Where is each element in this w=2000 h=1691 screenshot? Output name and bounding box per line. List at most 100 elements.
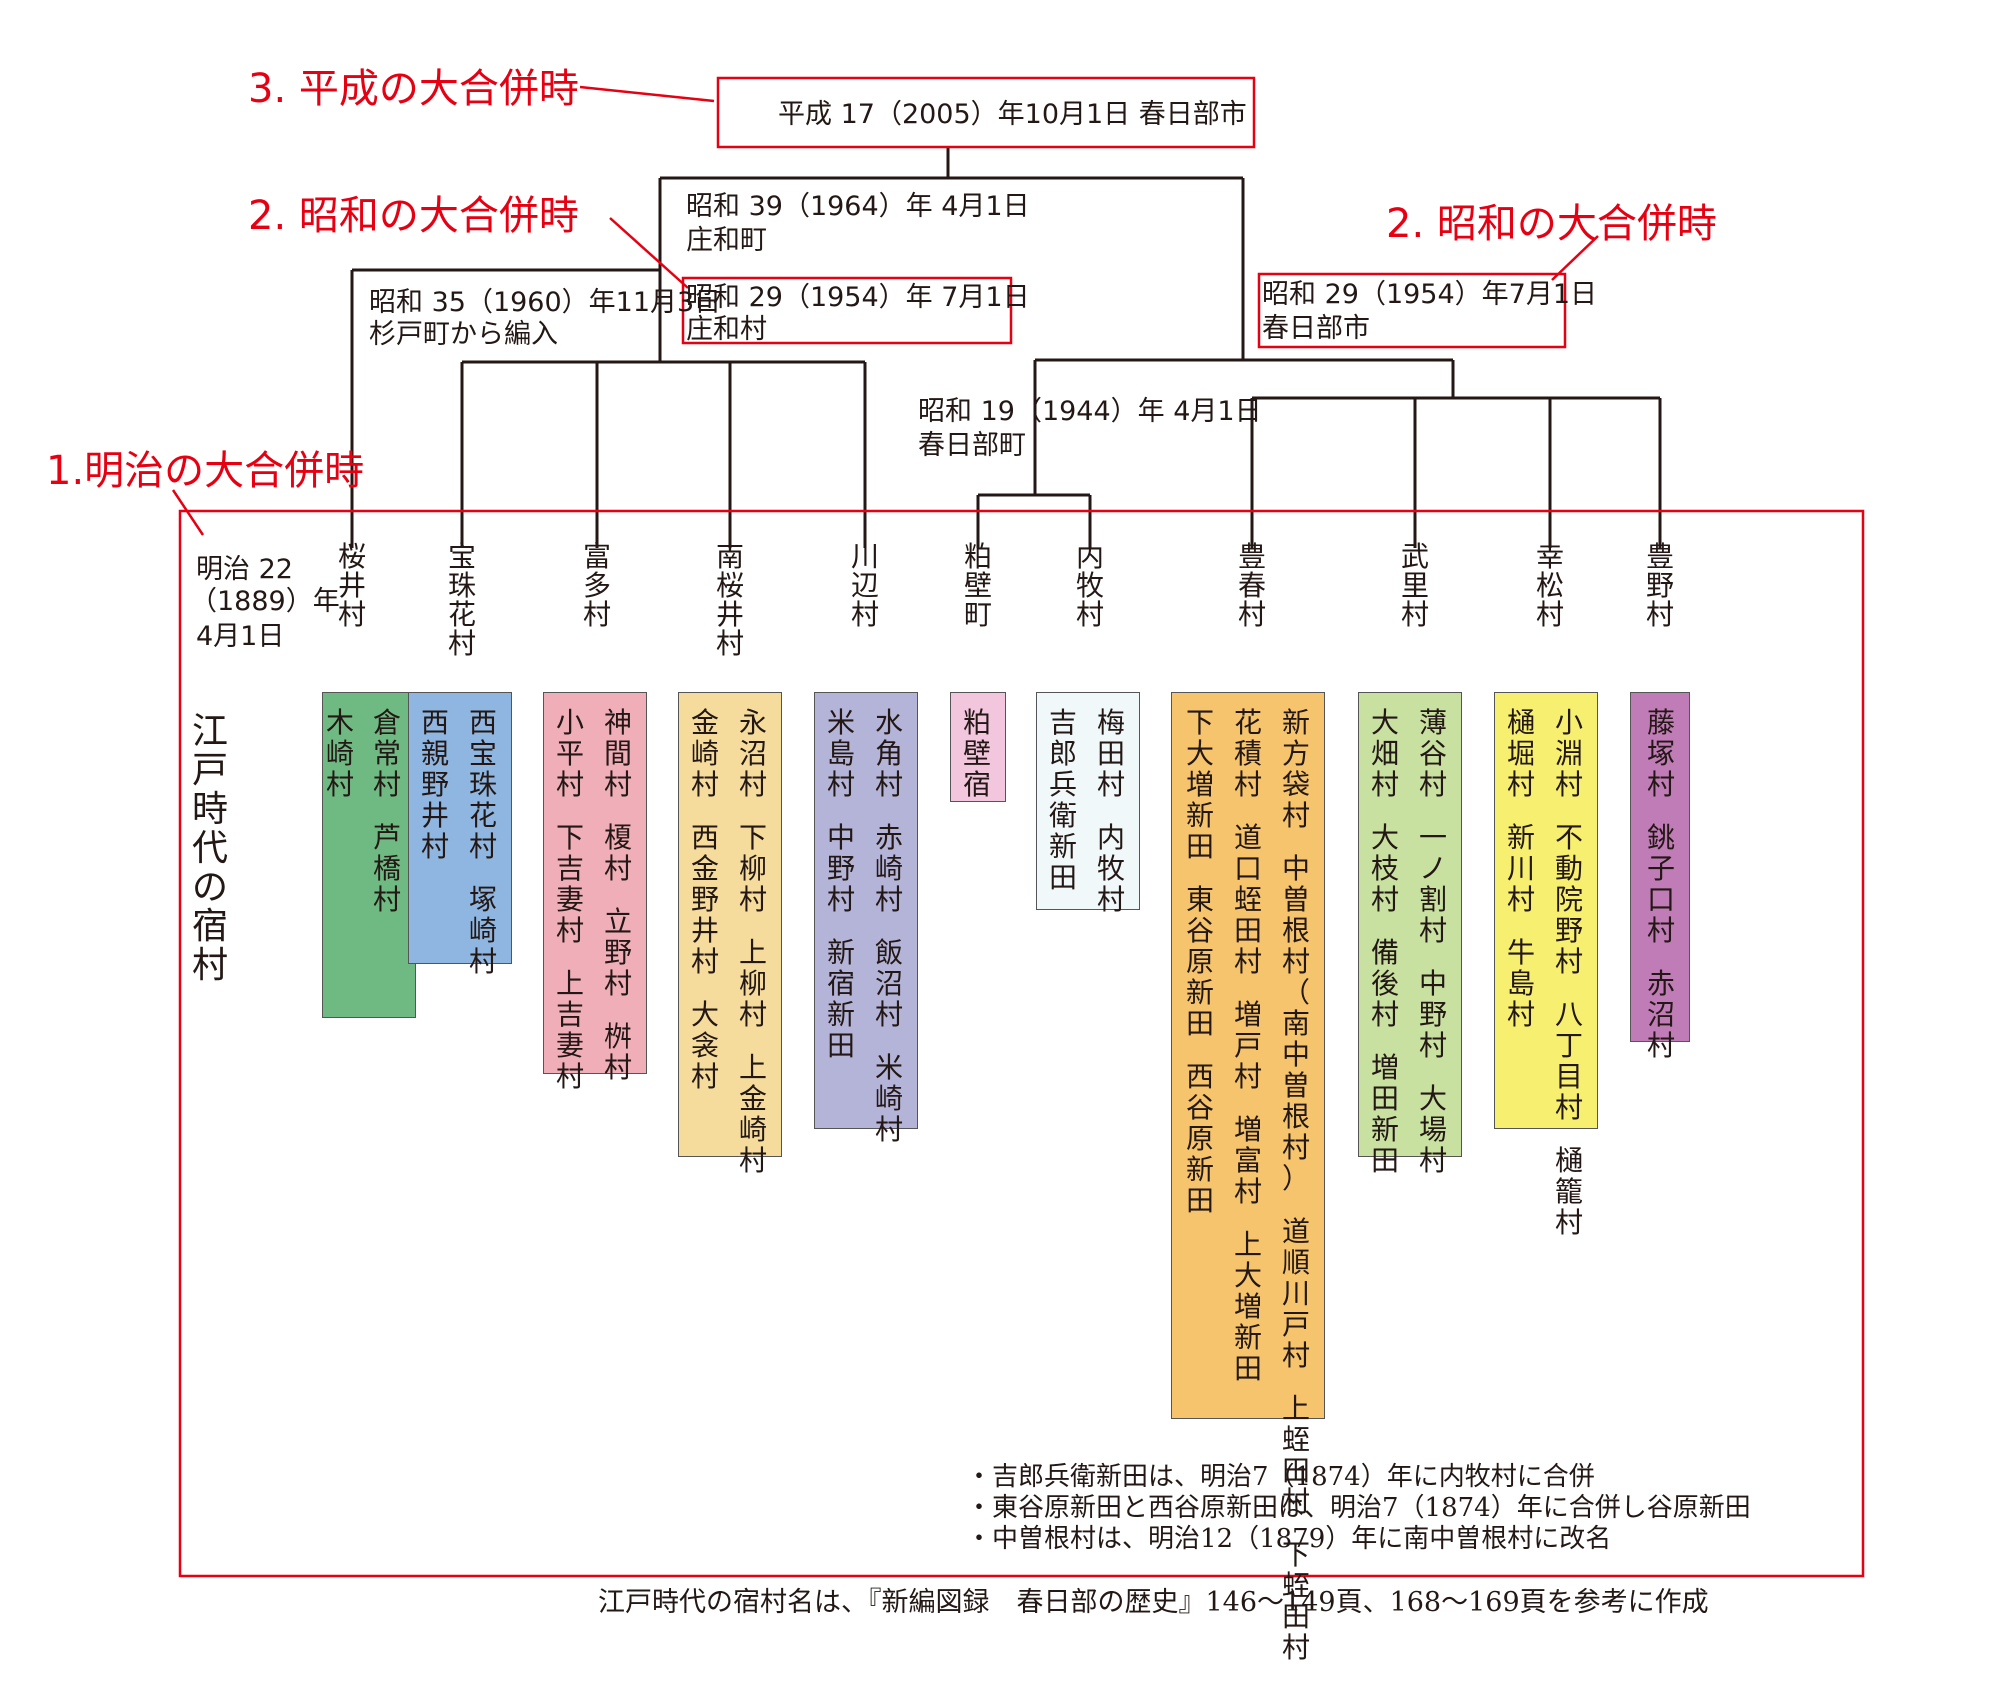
edo-village-name: 米崎村 [874,1051,903,1146]
edo-village-name: 芦橋村 [372,821,401,916]
edo-village-box: 倉常村芦橋村木崎村 [322,692,416,1018]
edo-village-name: 増田新田 [1370,1051,1399,1177]
edo-village-column: 藤塚村銚子口村赤沼村 [1646,707,1676,1083]
edo-village-column: 樋堀村新川村牛島村 [1506,707,1536,1052]
edo-village-name: 木崎村 [325,706,354,801]
event-1954-left-name: 庄和村 [686,314,767,345]
edo-village-name: 立野村 [603,905,632,1000]
edo-village-box: 梅田村内牧村吉郎兵衛新田 [1036,692,1140,915]
edo-village-name: 赤崎村 [874,821,903,916]
edo-village-name: 薄谷村 [1418,706,1447,801]
event-1954-left-date: 昭和 29（1954）年 7月1日 [686,282,1030,313]
edo-village-name: 下蛭田村 [1281,1538,1310,1664]
note-2: ・東谷原新田と西谷原新田は、明治7（1874）年に合併し谷原新田 [966,1493,1751,1523]
annotation-showa-left: 2. 昭和の大合併時 [248,193,579,239]
edo-village-box: 神間村榎村立野村桝村小平村下吉妻村上吉妻村 [543,692,647,1092]
meiji-village-name: 南桜井村 [715,540,744,660]
edo-village-column: 下大増新田東谷原新田西谷原新田 [1185,707,1215,1238]
edo-village-box: 粕壁宿 [950,692,1006,802]
meiji-village-name: 武里村 [1400,540,1429,631]
meiji-village-name: 内牧村 [1075,540,1104,631]
edo-village-column: 新方袋村中曽根村（南中曽根村）道順川戸村上蛭田村下蛭田村 [1281,707,1311,1685]
edo-village-name: 新方袋村 [1281,706,1310,832]
edo-village-name: 小平村 [555,706,584,801]
edo-village-box: 小淵村不動院野村八丁目村樋籠村樋堀村新川村牛島村 [1494,692,1598,1238]
meiji-village-name: 粕壁町 [963,540,992,631]
edo-village-name: 西谷原新田 [1185,1060,1214,1217]
edo-village-name: 上吉妻村 [555,967,584,1093]
edo-village-column: 梅田村内牧村 [1096,707,1126,937]
note-3: ・中曽根村は、明治12（1879）年に南中曽根村に改名 [966,1524,1612,1554]
edo-village-name: 道口蛭田村 [1233,821,1262,978]
edo-village-name: 赤沼村 [1646,967,1675,1062]
event-kasukabe-2005: 平成 17（2005）年10月1日 春日部市 [778,99,1247,130]
event-1954-right-name: 春日部市 [1262,313,1370,344]
edo-village-name: 新宿新田 [826,936,855,1062]
edo-village-name: 倉常村 [372,706,401,801]
edo-village-name: 不動院野村 [1554,821,1583,978]
annotation-meiji: 1.明治の大合併時 [46,448,365,494]
edo-village-column: 水角村赤崎村飯沼村米崎村 [874,707,904,1167]
edo-village-name: 上蛭田村 [1281,1392,1310,1518]
edo-village-column: 西宝珠花村塚崎村 [468,707,498,999]
edo-village-name: 中野村 [826,821,855,916]
edo-village-name: 上柳村 [738,936,767,1031]
event-1960-date: 昭和 35（1960）年11月3日 [369,287,722,318]
meiji-date-line3: 4月1日 [196,621,285,652]
edo-village-name: 牛島村 [1506,936,1535,1031]
edo-village-name: 西宝珠花村 [468,706,497,863]
edo-village-name: 小淵村 [1554,706,1583,801]
meiji-village-name: 川辺村 [850,540,879,631]
edo-period-label: 江戸時代の宿村 [191,711,228,986]
edo-village-column: 米島村中野村新宿新田 [826,707,856,1083]
edo-village-name: 中野村 [1418,967,1447,1062]
edo-village-name: 永沼村 [738,706,767,801]
edo-village-name: 花積村 [1233,706,1262,801]
note-1: ・吉郎兵衛新田は、明治7（1874）年に内牧村に合併 [966,1462,1595,1492]
event-1944-name: 春日部町 [918,430,1026,461]
event-1954-right-date: 昭和 29（1954）年7月1日 [1262,279,1598,310]
meiji-village-name: 豊野村 [1645,540,1674,631]
edo-village-name: 藤塚村 [1646,706,1675,801]
edo-village-name: 大衾村 [690,998,719,1093]
edo-village-box: 新方袋村中曽根村（南中曽根村）道順川戸村上蛭田村下蛭田村花積村道口蛭田村増戸村増… [1171,692,1325,1663]
event-1964-name: 庄和町 [686,225,767,256]
edo-village-name: 粕壁宿 [962,706,991,801]
edo-village-name: 飯沼村 [874,936,903,1031]
edo-village-name: 大場村 [1418,1082,1447,1177]
meiji-date-line1: 明治 22 [196,554,293,585]
edo-village-name: 道順川戸村 [1281,1215,1310,1372]
edo-village-name: 神間村 [603,706,632,801]
edo-village-name: 大畑村 [1370,706,1399,801]
edo-village-name: 下柳村 [738,821,767,916]
edo-village-name: 塚崎村 [468,883,497,978]
edo-village-column: 大畑村大枝村備後村増田新田 [1370,707,1400,1198]
edo-village-column: 花積村道口蛭田村増戸村増富村上大増新田 [1233,707,1263,1406]
edo-village-name: 上金崎村 [738,1051,767,1177]
edo-village-box: 藤塚村銚子口村赤沼村 [1630,692,1690,1061]
edo-village-box: 水角村赤崎村飯沼村米崎村米島村中野村新宿新田 [814,692,918,1145]
edo-village-name: 西金野井村 [690,821,719,978]
edo-village-name: 新川村 [1506,821,1535,916]
meiji-village-name: 富多村 [582,540,611,631]
meiji-village-name: 宝珠花村 [447,540,476,660]
event-1944-date: 昭和 19（1944）年 4月1日 [918,396,1262,427]
meiji-village-name: 豊春村 [1237,540,1266,631]
edo-village-name: 樋籠村 [1554,1144,1583,1239]
edo-village-name: 一ノ割村 [1418,821,1447,947]
event-1960-name: 杉戸町から編入 [369,319,558,350]
edo-village-name: 米島村 [826,706,855,801]
edo-village-name: 内牧村 [1096,821,1125,916]
meiji-date-line2: （1889）年 [190,586,340,617]
edo-village-name: 備後村 [1370,936,1399,1031]
footer-source: 江戸時代の宿村名は、『新編図録 春日部の歴史』146〜149頁、168〜169頁… [598,1587,1709,1618]
edo-village-name: 金崎村 [690,706,719,801]
edo-village-name: 梅田村 [1096,706,1125,801]
edo-village-box: 永沼村下柳村上柳村上金崎村 金崎村西金野井村大衾村 [678,692,782,1176]
annotation-heisei: 3. 平成の大合併時 [248,66,579,112]
edo-village-column: 吉郎兵衛新田 [1048,707,1078,915]
edo-village-name: 増戸村 [1233,998,1262,1093]
edo-village-column: 西親野井村 [420,707,450,884]
